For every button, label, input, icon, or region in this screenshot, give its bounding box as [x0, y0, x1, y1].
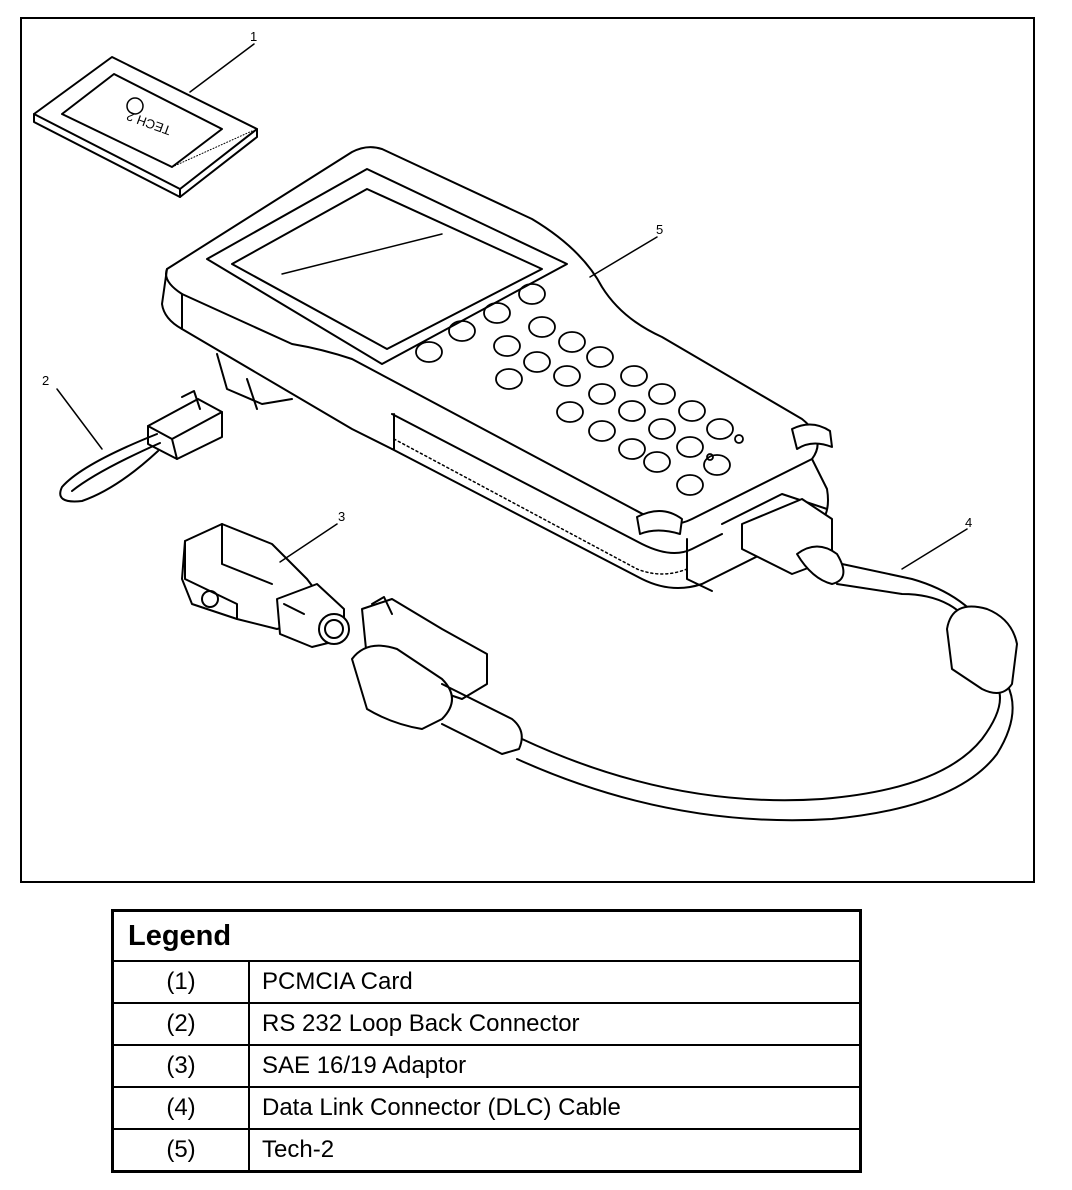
legend-row: (5) Tech-2: [111, 1128, 862, 1173]
diagram-illustration: TECH 2: [33, 29, 1018, 822]
diagram-figure: TECH 2: [20, 17, 1035, 883]
legend-description: SAE 16/19 Adaptor: [248, 1044, 862, 1088]
callout-5: 5: [656, 222, 663, 237]
legend-row: (3) SAE 16/19 Adaptor: [111, 1044, 862, 1088]
pcmcia-card-drawing: TECH 2: [33, 56, 258, 198]
legend-row: (4) Data Link Connector (DLC) Cable: [111, 1086, 862, 1130]
legend-row: (1) PCMCIA Card: [111, 960, 862, 1004]
rs232-loopback-drawing: [59, 390, 223, 503]
callout-2: 2: [42, 373, 49, 388]
legend-description: Tech-2: [248, 1128, 862, 1173]
legend-number: (4): [111, 1086, 250, 1130]
legend-title: Legend: [111, 909, 862, 962]
tech2-device-drawing: [161, 146, 833, 592]
callout-3: 3: [338, 509, 345, 524]
legend-description: RS 232 Loop Back Connector: [248, 1002, 862, 1046]
legend-number: (5): [111, 1128, 250, 1173]
legend-description: PCMCIA Card: [248, 960, 862, 1004]
legend-number: (2): [111, 1002, 250, 1046]
dlc-cable-drawing: [351, 498, 1018, 822]
legend-table: Legend (1) PCMCIA Card (2) RS 232 Loop B…: [111, 909, 862, 1173]
legend-number: (3): [111, 1044, 250, 1088]
legend-row: (2) RS 232 Loop Back Connector: [111, 1002, 862, 1046]
legend-description: Data Link Connector (DLC) Cable: [248, 1086, 862, 1130]
callout-4: 4: [965, 515, 972, 530]
legend-number: (1): [111, 960, 250, 1004]
sae-adaptor-drawing: [181, 523, 350, 648]
callout-1: 1: [250, 29, 257, 44]
legend-header-row: Legend: [111, 909, 862, 962]
